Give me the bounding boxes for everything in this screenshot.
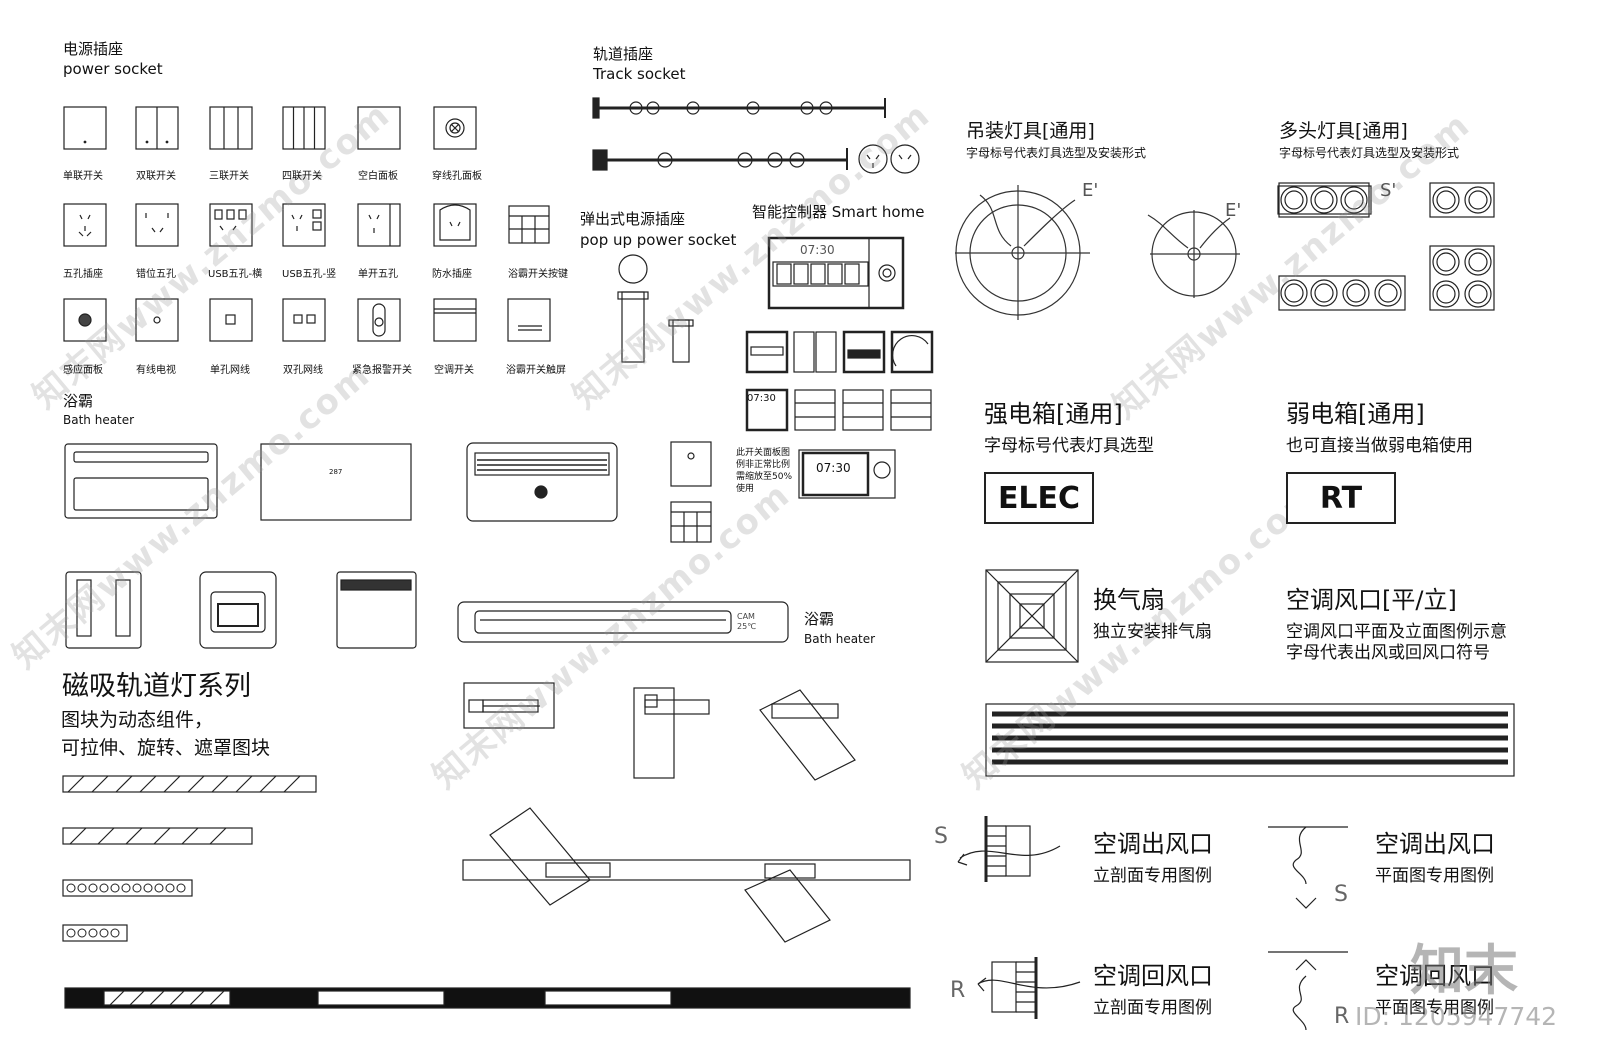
controller2-time-display: 07:30 [816,461,851,475]
socket-panels-row2 [63,203,550,247]
label-bath-heater-touch: 浴霸开关触屏 [506,365,566,376]
ac-outlet-elevation-symbol [957,816,1061,882]
magnet-track-lights [62,682,911,1009]
ac-outlet-plan-title: 空调出风口 [1375,830,1495,858]
label-cable-hole-panel: 穿线孔面板 [432,171,482,182]
magnet-track-title: 磁吸轨道灯系列 [62,671,251,702]
strong-box-desc: 字母标号代表灯具选型 [984,436,1154,456]
label-ac-switch: 空调开关 [434,365,474,376]
weak-box-desc: 也可直接当做弱电箱使用 [1286,436,1473,456]
magnet-track-desc-1: 图块为动态组件， [61,709,214,731]
socket-panels-row3 [63,298,551,342]
label-quad-switch: 四联开关 [282,171,322,182]
pendant-code-small: E' [1225,200,1242,221]
rt-box-symbol: RT [1286,472,1396,524]
popup-socket-drawing [617,254,694,363]
ac-outlet-elev-title: 空调出风口 [1093,830,1213,858]
label-triple-switch: 三联开关 [209,171,249,182]
ac-outlet-elev-desc: 立剖面专用图例 [1093,866,1212,886]
ac-vent-title: 空调风口[平/立] [1286,586,1457,614]
multi-head-light-symbols [1277,182,1495,311]
multi-light-title: 多头灯具[通用] [1279,120,1408,142]
label-bath-heater-button: 浴霸开关按键 [508,269,568,280]
label-blank-panel: 空白面板 [358,171,398,182]
power-socket-title-en: power socket [63,60,163,78]
controller-time-display: 07:30 [800,243,835,257]
label-double-network: 双孔网线 [283,365,323,376]
ac-return-elev-title: 空调回风口 [1093,962,1213,990]
image-id-text: ID: 1205947742 [1355,1002,1558,1031]
smart-home-controllers [670,236,934,543]
label-five-hole-socket: 五孔插座 [63,269,103,280]
heater-number-display: 287 [329,468,343,476]
label-switched-socket: 单开五孔 [358,269,398,280]
label-single-network: 单孔网线 [210,365,250,376]
return-letter-plan: R [1334,1004,1350,1029]
multi-light-desc: 字母标号代表灯具选型及安装形式 [1279,146,1460,160]
label-usb-horizontal: USB五孔-横 [208,269,263,280]
return-letter-elev: R [950,978,966,1003]
track-socket-title-en: Track socket [593,65,686,83]
label-tv-socket: 有线电视 [136,365,176,376]
label-waterproof-socket: 防水插座 [432,269,472,280]
ac-return-elev-desc: 立剖面专用图例 [1093,998,1212,1018]
exhaust-fan-title: 换气扇 [1093,586,1165,614]
linear-air-vent [985,703,1515,777]
elec-box-symbol: ELEC [984,472,1094,524]
weak-box-title: 弱电箱[通用] [1286,400,1425,428]
panel-time-display: 07:30 [747,393,776,404]
supply-letter-elev: S [934,824,948,849]
heater-vent-bars [477,459,607,471]
popup-socket-title-en: pop up power socket [580,231,737,249]
heater-brand-mark: CAM [737,612,755,621]
bath-heater2-title-en: Bath heater [804,632,876,646]
bath-heater-title-en: Bath heater [63,413,135,427]
ac-return-plan-desc: 平面图专用图例 [1375,998,1494,1018]
exhaust-fan-symbol [985,569,1079,663]
supply-letter-plan: S [1334,882,1348,907]
label-double-switch: 双联开关 [136,171,176,182]
panel-scale-note: 此开关面板图 例非正常比例 需缩放至50% 使用 [736,448,793,495]
magnet-track-desc-2: 可拉伸、旋转、遮罩图块 [61,737,271,759]
bath-heater2-title-cn: 浴霸 [804,610,835,628]
power-socket-title-cn: 电源插座 [63,40,124,58]
label-single-switch: 单联开关 [63,171,103,182]
track-socket-drawing [592,97,920,174]
bath-heater-drawings [64,442,789,649]
ac-return-plan-title: 空调回风口 [1375,962,1495,990]
label-emergency-switch: 紧急报警开关 [352,365,412,376]
pendant-light-title: 吊装灯具[通用] [966,120,1095,142]
pendant-light-desc: 字母标号代表灯具选型及安装形式 [966,146,1147,160]
brand-logo-text: 知末 [1410,939,1518,1002]
exhaust-fan-desc: 独立安装排气扇 [1093,622,1212,642]
label-offset-five-hole: 错位五孔 [136,269,176,280]
smart-home-title: 智能控制器 Smart home [752,203,925,221]
switch-panels-row1 [63,106,477,150]
strong-box-title: 强电箱[通用] [984,400,1123,428]
track-socket-title-cn: 轨道插座 [593,45,654,63]
label-sensor-panel: 感应面板 [63,365,103,376]
label-usb-vertical: USB五孔-竖 [282,269,337,280]
pendant-light-symbols [955,185,1240,320]
bath-heater-title-cn: 浴霸 [63,392,94,410]
ac-return-elevation-symbol [977,957,1081,1019]
ac-outlet-plan-desc: 平面图专用图例 [1375,866,1494,886]
popup-socket-title-cn: 弹出式电源插座 [580,210,686,228]
pendant-code-large: E' [1082,180,1099,201]
heater-temp-display: 25℃ [737,622,757,631]
ac-vent-desc-2: 字母代表出风或回风口符号 [1286,643,1490,663]
ac-vent-desc-1: 空调风口平面及立面图例示意 [1286,622,1507,642]
ac-outlet-plan-symbol [1268,826,1348,909]
ac-return-plan-symbol [1268,951,1348,1031]
multi-light-code: S' [1380,180,1397,201]
